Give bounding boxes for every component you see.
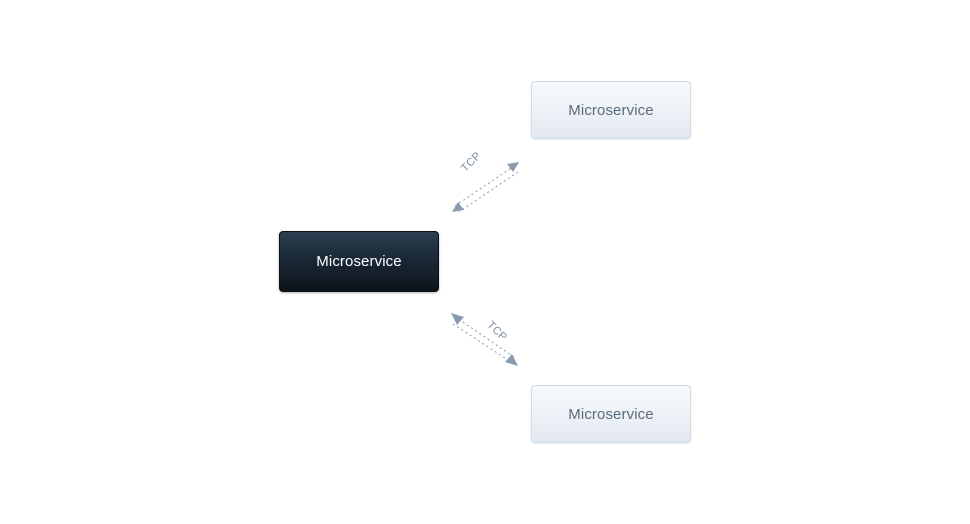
connector-label-upper-tcp: TCP — [459, 149, 484, 175]
node-microservice-lower[interactable]: Microservice — [531, 385, 691, 443]
node-microservice-upper[interactable]: Microservice — [531, 81, 691, 139]
connector-label-lower-tcp: TCP — [484, 319, 510, 344]
node-microservice-primary-label: Microservice — [316, 253, 402, 270]
node-microservice-upper-label: Microservice — [568, 101, 654, 119]
node-microservice-primary[interactable]: Microservice — [279, 231, 439, 292]
connector-link-upper-incoming — [452, 171, 519, 213]
node-microservice-lower-label: Microservice — [568, 405, 654, 423]
connector-link-lower-outgoing — [452, 323, 518, 366]
